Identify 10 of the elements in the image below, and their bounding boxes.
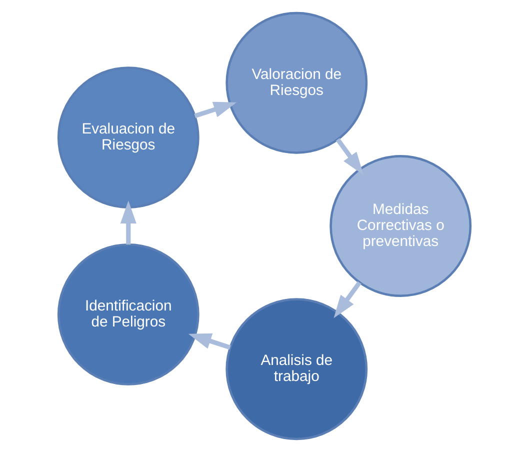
arrow [120,200,136,245]
node-circle: Evaluacion de Riesgos [57,66,200,209]
arrow [188,333,231,350]
node-circle: Valoracion de Riesgos [226,12,368,154]
node-circle: Analisis de trabajo [226,298,368,440]
arrow [194,102,237,118]
arrow [334,281,362,318]
node-circle: Identificacion de Peligros [57,243,200,386]
node-circle: Medidas Correctivas o preventivas [330,155,472,297]
arrow [336,138,364,175]
